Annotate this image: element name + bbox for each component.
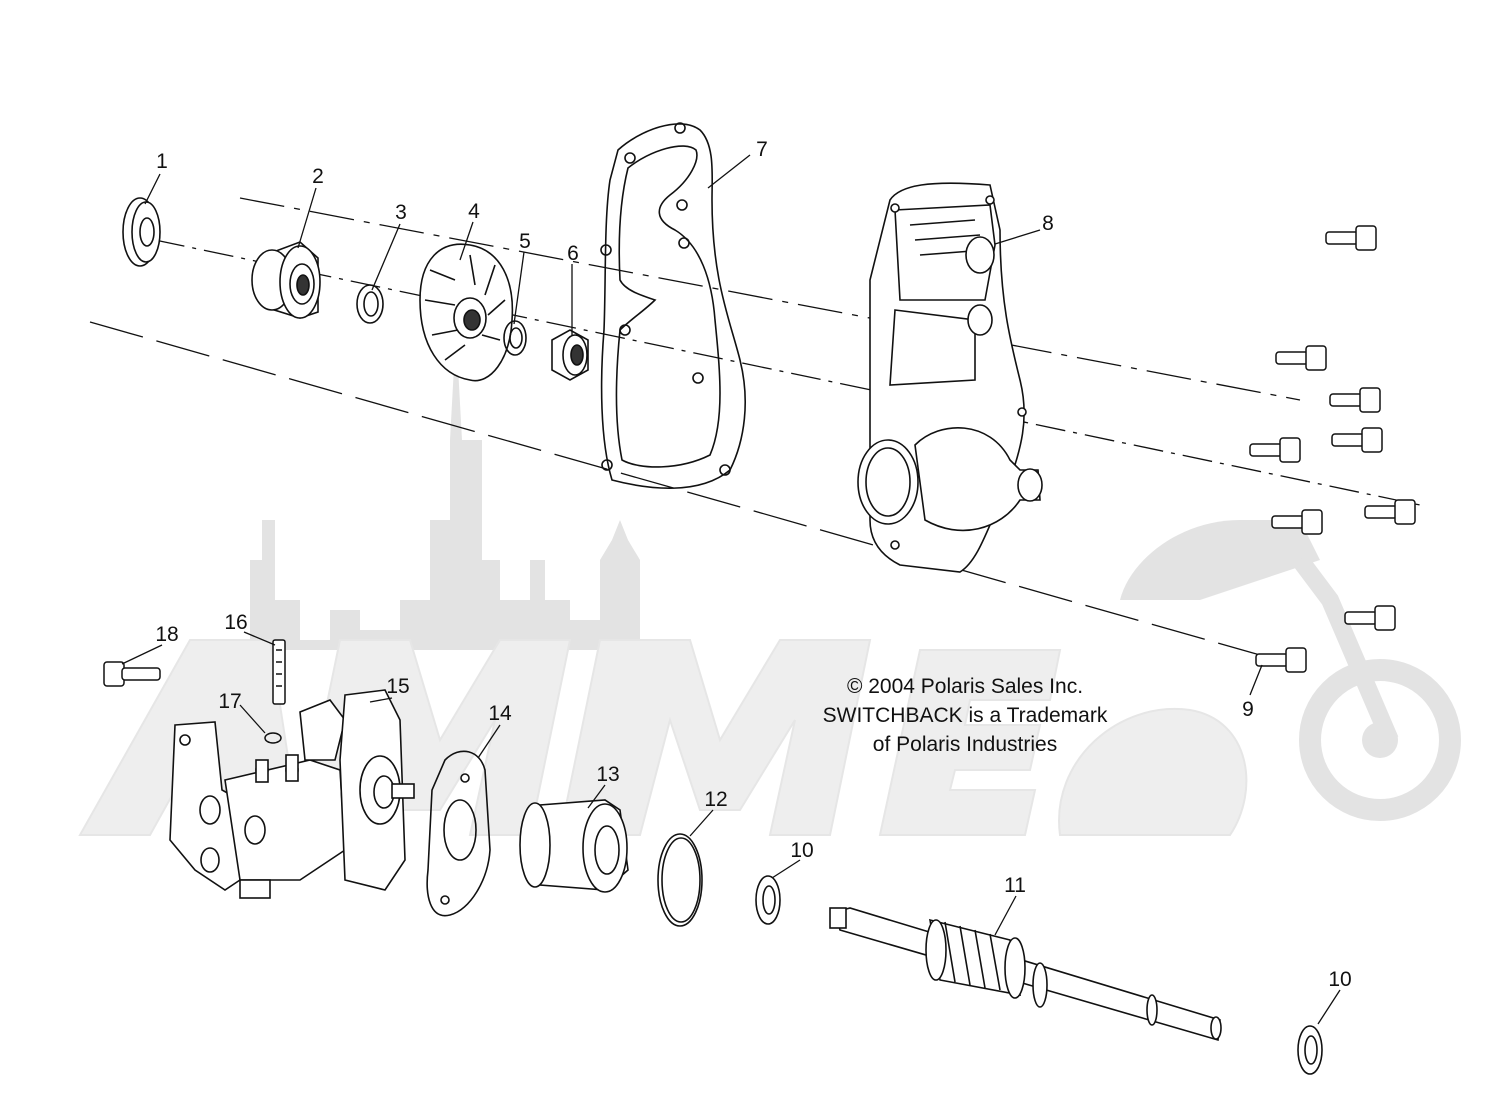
callout-12: 12 (704, 788, 727, 811)
callout-10-second: 10 (1328, 968, 1351, 991)
part-7-gasket (600, 122, 746, 489)
part-13-bushing (519, 799, 629, 893)
callout-leaders (121, 154, 1341, 1025)
part-8-pump-cover (857, 182, 1043, 573)
part-10-washer (755, 875, 1323, 1075)
part-11-shaft (829, 907, 1222, 1042)
callout-17: 17 (218, 690, 241, 713)
callout-2: 2 (312, 165, 324, 188)
part-9-bolts (1249, 225, 1416, 673)
part-14-gasket (426, 750, 491, 917)
callout-15: 15 (386, 675, 409, 698)
part-1-seal (122, 197, 161, 267)
part-12-o-ring (657, 833, 703, 927)
callout-1: 1 (156, 150, 168, 173)
part-17-ring (264, 732, 282, 744)
callout-labels: 1 2 3 4 5 6 7 8 9 10 11 12 13 14 15 16 1… (155, 138, 1351, 991)
trademark-line: SWITCHBACK is a Trademark (822, 704, 1108, 727)
callout-3: 3 (395, 201, 407, 224)
callout-7: 7 (756, 138, 768, 161)
copyright-notice: © 2004 Polaris Sales Inc. SWITCHBACK is … (790, 672, 1140, 759)
center-lines (89, 197, 1421, 656)
part-15-oil-pump (169, 689, 415, 899)
callout-8: 8 (1042, 212, 1054, 235)
part-3-washer (356, 284, 384, 324)
copyright-line: © 2004 Polaris Sales Inc. (846, 675, 1084, 698)
part-4-impeller (419, 243, 514, 382)
callout-18: 18 (155, 623, 178, 646)
callout-6: 6 (567, 242, 579, 265)
callout-9: 9 (1242, 698, 1254, 721)
callout-5: 5 (519, 230, 531, 253)
part-16-pin (272, 639, 286, 705)
callout-4: 4 (468, 200, 480, 223)
watermark-logo-icon (78, 330, 1461, 836)
callout-11: 11 (1004, 874, 1026, 897)
part-2-bearing (251, 241, 321, 319)
callout-13: 13 (596, 763, 619, 786)
owner-line: of Polaris Industries (872, 733, 1058, 756)
part-6-nut (551, 329, 589, 381)
callout-10: 10 (790, 839, 813, 862)
part-18-bolt (103, 661, 161, 687)
callout-16: 16 (224, 611, 247, 634)
callout-14: 14 (488, 702, 512, 725)
